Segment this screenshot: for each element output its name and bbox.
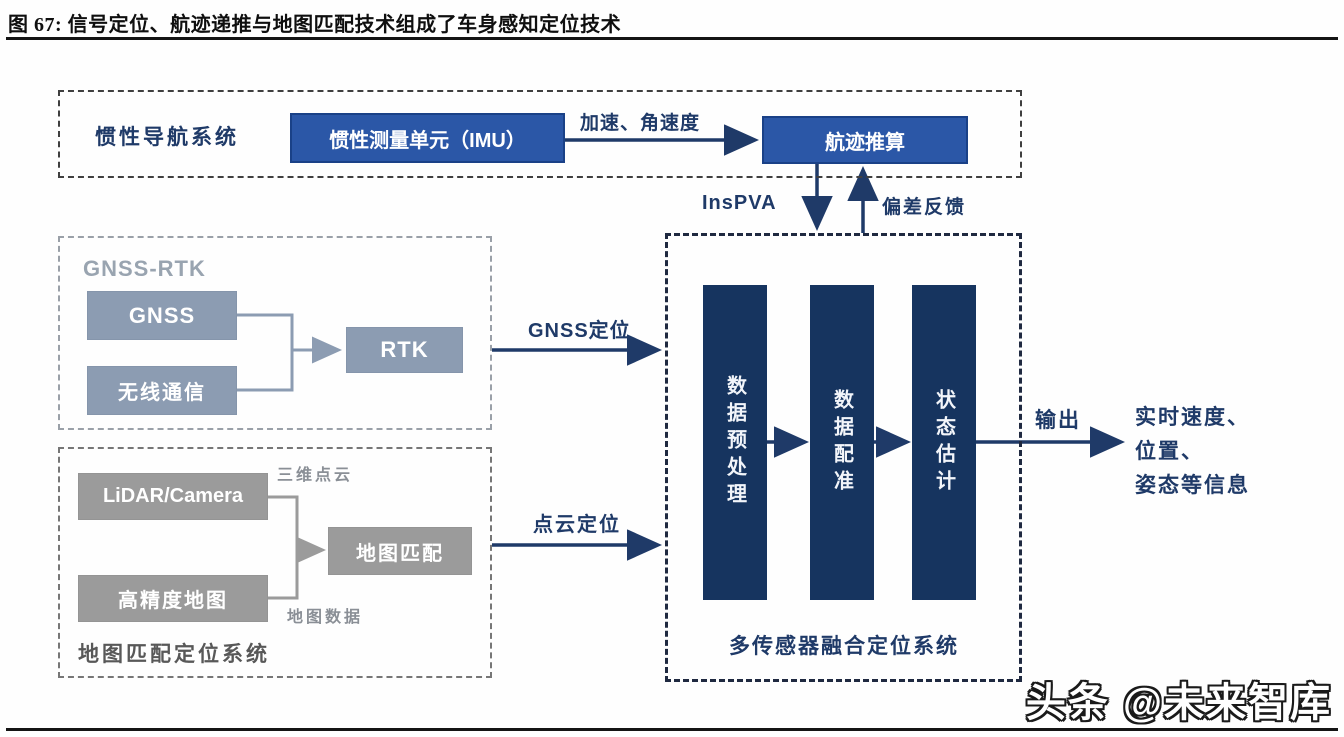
lidar-camera-box: LiDAR/Camera — [78, 473, 268, 520]
bias-feedback-label: 偏差反馈 — [882, 197, 967, 218]
pointcloud-3d-label: 三维点云 — [277, 467, 354, 484]
gnss-rtk-system-box — [58, 236, 492, 430]
output-label: 输出 — [1035, 409, 1081, 432]
figure-title: 图 67: 信号定位、航迹递推与地图匹配技术组成了车身感知定位技术 — [8, 14, 622, 36]
bottom-divider — [6, 728, 1338, 731]
stage-data-preprocess-bar: 数据预处理 — [703, 285, 767, 600]
wireless-comm-box: 无线通信 — [87, 366, 237, 415]
gnss-box: GNSS — [87, 291, 237, 340]
output-result-line: 位置、 — [1135, 440, 1204, 463]
imu-box: 惯性测量单元（IMU） — [290, 113, 565, 163]
map-matching-system-box — [58, 447, 492, 678]
rtk-box: RTK — [346, 327, 463, 373]
inspva-label: InsPVA — [702, 192, 777, 214]
fusion-system-label: 多传感器融合定位系统 — [729, 635, 959, 658]
output-result-line: 实时速度、 — [1135, 406, 1250, 429]
stage-data-registration-bar: 数据配准 — [810, 285, 874, 600]
dead-reckoning-box: 航迹推算 — [762, 116, 968, 164]
pointcloud-positioning-label: 点云定位 — [533, 514, 621, 536]
fusion-system-box — [665, 233, 1022, 682]
watermark-text: 头条 @未来智库 — [1025, 681, 1332, 725]
gnss-positioning-label: GNSS定位 — [528, 320, 631, 342]
map-data-label: 地图数据 — [287, 609, 364, 626]
output-result-block: 实时速度、 位置、 姿态等信息 — [1135, 401, 1250, 503]
gnss-rtk-label: GNSS-RTK — [83, 256, 206, 281]
hd-map-box: 高精度地图 — [78, 575, 268, 622]
inertial-nav-system-label: 惯性导航系统 — [95, 126, 239, 149]
inertial-nav-system-box — [58, 90, 1022, 178]
stage-state-estimation-bar: 状态估计 — [912, 285, 976, 600]
map-matching-system-label: 地图匹配定位系统 — [78, 643, 270, 666]
title-divider — [6, 37, 1338, 40]
map-matching-box: 地图匹配 — [328, 527, 472, 575]
output-result-line: 姿态等信息 — [1135, 474, 1250, 497]
accel-angular-rate-label: 加速、角速度 — [580, 113, 701, 134]
